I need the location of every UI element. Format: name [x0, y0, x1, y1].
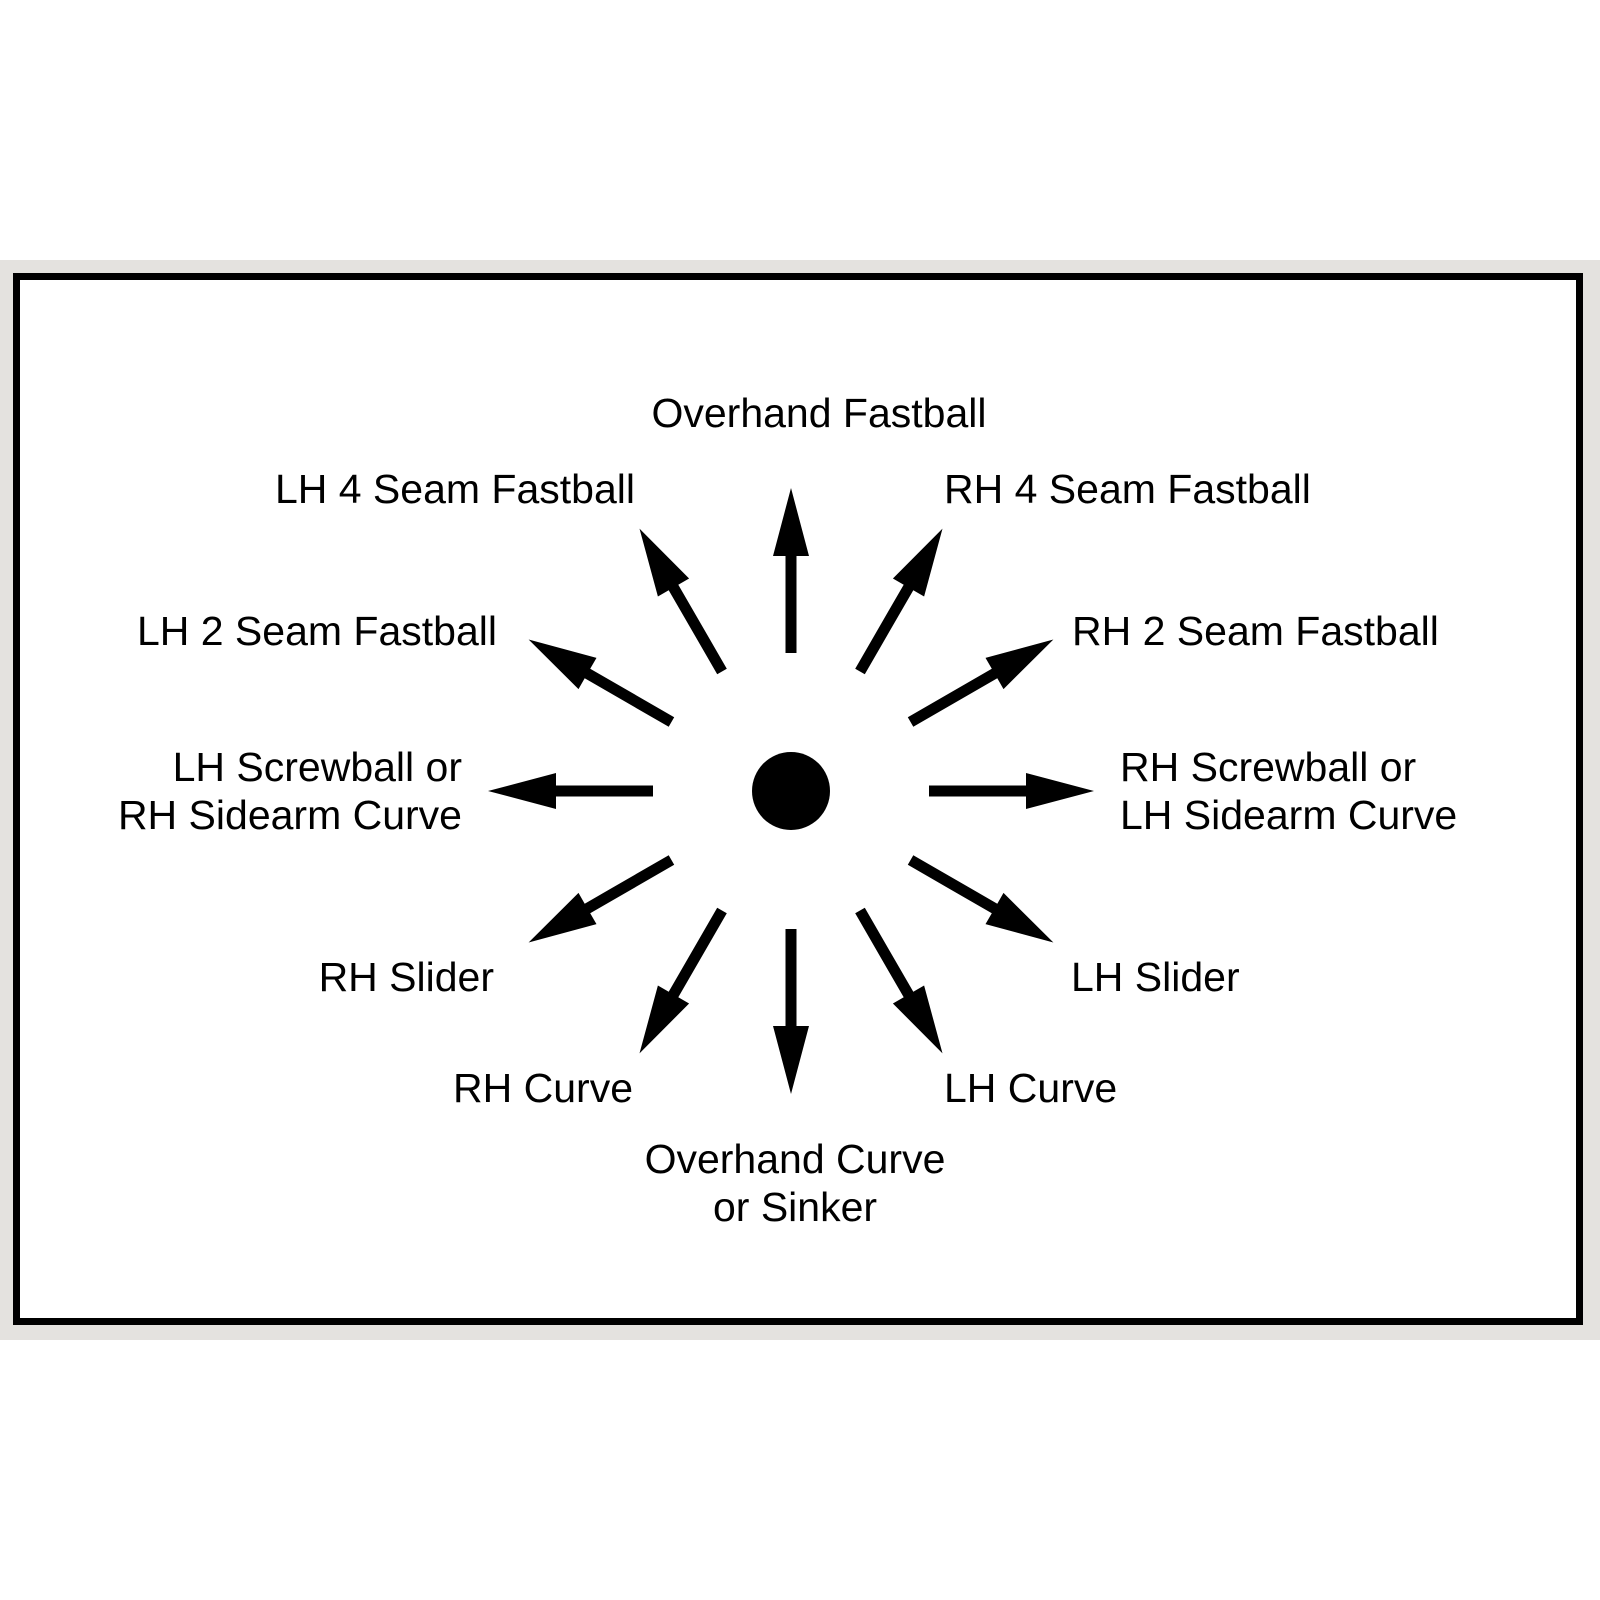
- arrow-down-icon: [773, 929, 809, 1094]
- arrow-lh-2-seam-icon: [528, 639, 675, 727]
- arrow-right-icon: [929, 773, 1094, 809]
- label-overhand-curve-line1: Overhand Curve: [645, 1136, 946, 1182]
- label-rh-screwball-line2: LH Sidearm Curve: [1120, 792, 1457, 838]
- arrows-group: [488, 488, 1094, 1094]
- label-overhand-curve-line2: or Sinker: [713, 1184, 877, 1230]
- label-lh-screwball-line1: LH Screwball or: [173, 744, 462, 790]
- label-rh-slider: RH Slider: [319, 954, 494, 1000]
- arrow-rh-curve-icon: [639, 907, 727, 1054]
- label-lh-slider: LH Slider: [1071, 954, 1240, 1000]
- label-overhand-fastball: Overhand Fastball: [651, 390, 986, 436]
- label-rh-screwball-line1: RH Screwball or: [1120, 744, 1416, 790]
- arrow-lh-4-seam-icon: [639, 528, 727, 675]
- arrow-rh-4-seam-icon: [855, 528, 943, 675]
- label-rh-2-seam-fastball: RH 2 Seam Fastball: [1072, 608, 1439, 654]
- arrow-rh-slider-icon: [528, 855, 675, 943]
- label-lh-2-seam-fastball: LH 2 Seam Fastball: [137, 608, 497, 654]
- label-lh-4-seam-fastball: LH 4 Seam Fastball: [275, 466, 635, 512]
- label-lh-screwball-line2: RH Sidearm Curve: [118, 792, 462, 838]
- arrow-lh-curve-icon: [855, 907, 943, 1054]
- arrow-lh-slider-icon: [907, 855, 1054, 943]
- arrow-rh-2-seam-icon: [907, 639, 1054, 727]
- arrow-up-icon: [773, 488, 809, 653]
- label-rh-curve: RH Curve: [453, 1065, 633, 1111]
- arrow-left-icon: [488, 773, 653, 809]
- label-rh-4-seam-fastball: RH 4 Seam Fastball: [944, 466, 1311, 512]
- ball-dot: [752, 752, 830, 830]
- label-lh-curve: LH Curve: [944, 1065, 1117, 1111]
